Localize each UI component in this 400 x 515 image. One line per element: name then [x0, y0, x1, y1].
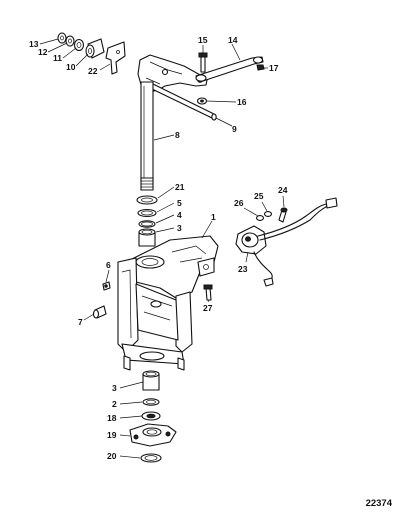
washer-part-5: [137, 208, 157, 218]
screw-part-27: [203, 284, 213, 301]
washer-part-12: [65, 35, 75, 47]
callout-8: 8: [175, 130, 180, 140]
callout-24: 24: [278, 185, 288, 195]
callout-23: 23: [238, 264, 248, 274]
callout-14: 14: [228, 35, 238, 45]
callout-3-lower: 3: [112, 383, 117, 393]
washer-part-16: [196, 97, 208, 105]
callout-17: 17: [269, 63, 279, 73]
callout-labels: 13 12 11 10 22 15 14 17 16 9 8 21 5 4 3 …: [29, 35, 288, 461]
washer-part-2: [142, 398, 160, 406]
bolt-part-15: [198, 52, 208, 73]
callout-27: 27: [203, 303, 213, 313]
callout-1: 1: [211, 212, 216, 222]
callout-21: 21: [175, 182, 185, 192]
callout-7: 7: [78, 317, 83, 327]
steering-arm: [137, 54, 208, 93]
callout-6: 6: [106, 260, 111, 270]
callout-26: 26: [234, 198, 244, 208]
fitting-part-7: [92, 305, 107, 319]
nut-part-17: [256, 64, 265, 71]
callout-20: 20: [107, 451, 117, 461]
callout-18: 18: [107, 413, 117, 423]
callout-25: 25: [254, 191, 264, 201]
bushing-part-3-lower: [142, 370, 160, 391]
callout-12: 12: [38, 47, 48, 57]
switch-part-23: [235, 197, 338, 287]
washer-part-21: [136, 195, 158, 205]
swivel-bracket-part-1: [117, 235, 219, 371]
callout-19: 19: [107, 430, 117, 440]
bushing-part-3-upper: [138, 228, 156, 247]
bearing-part-18: [141, 411, 161, 421]
callout-16: 16: [237, 97, 247, 107]
callout-2: 2: [112, 399, 117, 409]
washer-part-11: [73, 38, 85, 52]
bracket-part-22: [105, 41, 126, 75]
bushing-part-10: [85, 38, 105, 59]
screw-part-24: [278, 207, 288, 223]
callout-3-upper: 3: [177, 223, 182, 233]
leader-lines: [39, 38, 285, 459]
steering-tube-part-8: [140, 81, 154, 191]
callout-15: 15: [198, 35, 208, 45]
seal-part-20: [140, 453, 162, 463]
figure-number: 22374: [366, 498, 393, 509]
callout-4: 4: [177, 210, 182, 220]
callout-11: 11: [53, 53, 62, 63]
grease-fitting-part-6: [102, 281, 111, 291]
link-rod-part-14: [195, 56, 264, 83]
callout-5: 5: [177, 198, 182, 208]
yoke-part-19: [129, 423, 177, 447]
washer-part-25: [263, 211, 273, 217]
o-ring-part-4: [138, 220, 156, 228]
washer-part-13: [57, 32, 67, 44]
washer-part-26: [255, 215, 265, 221]
callout-13: 13: [29, 39, 39, 49]
callout-10: 10: [66, 62, 76, 72]
callout-9: 9: [232, 124, 237, 134]
callout-22: 22: [88, 66, 98, 76]
